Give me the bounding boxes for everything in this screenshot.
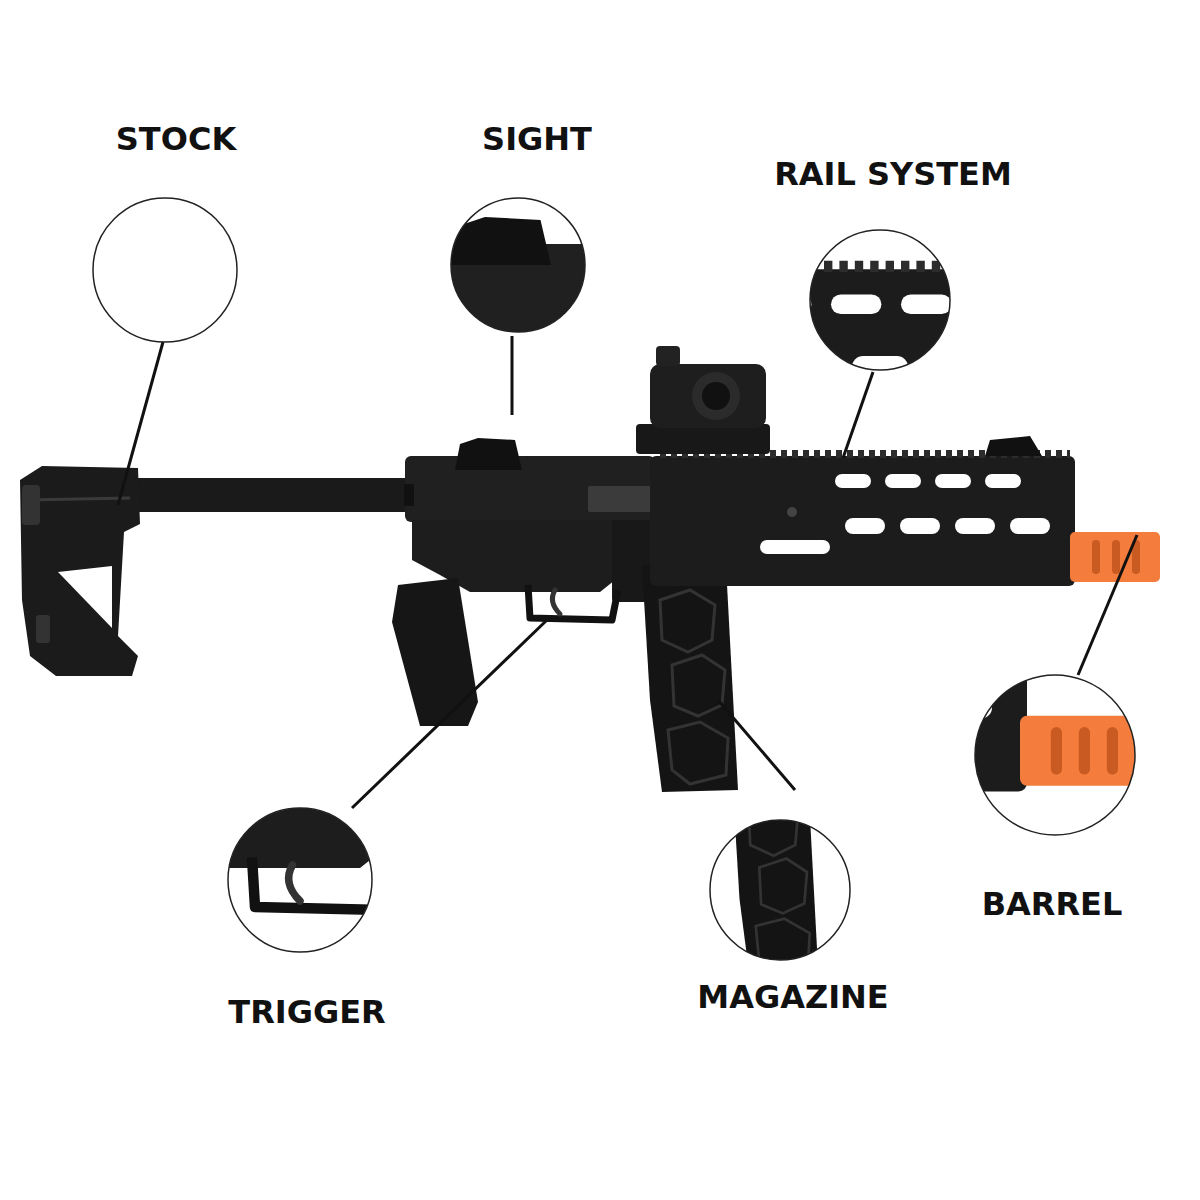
part-label: TRIGGER (228, 995, 385, 1030)
part-label: RAIL SYSTEM (774, 157, 1012, 192)
part-label: SIGHT (482, 122, 592, 157)
part-label: MAGAZINE (697, 980, 888, 1015)
zoom-insets (0, 79, 1200, 1200)
part-label: STOCK (116, 122, 236, 157)
part-label: BARREL (982, 887, 1123, 922)
